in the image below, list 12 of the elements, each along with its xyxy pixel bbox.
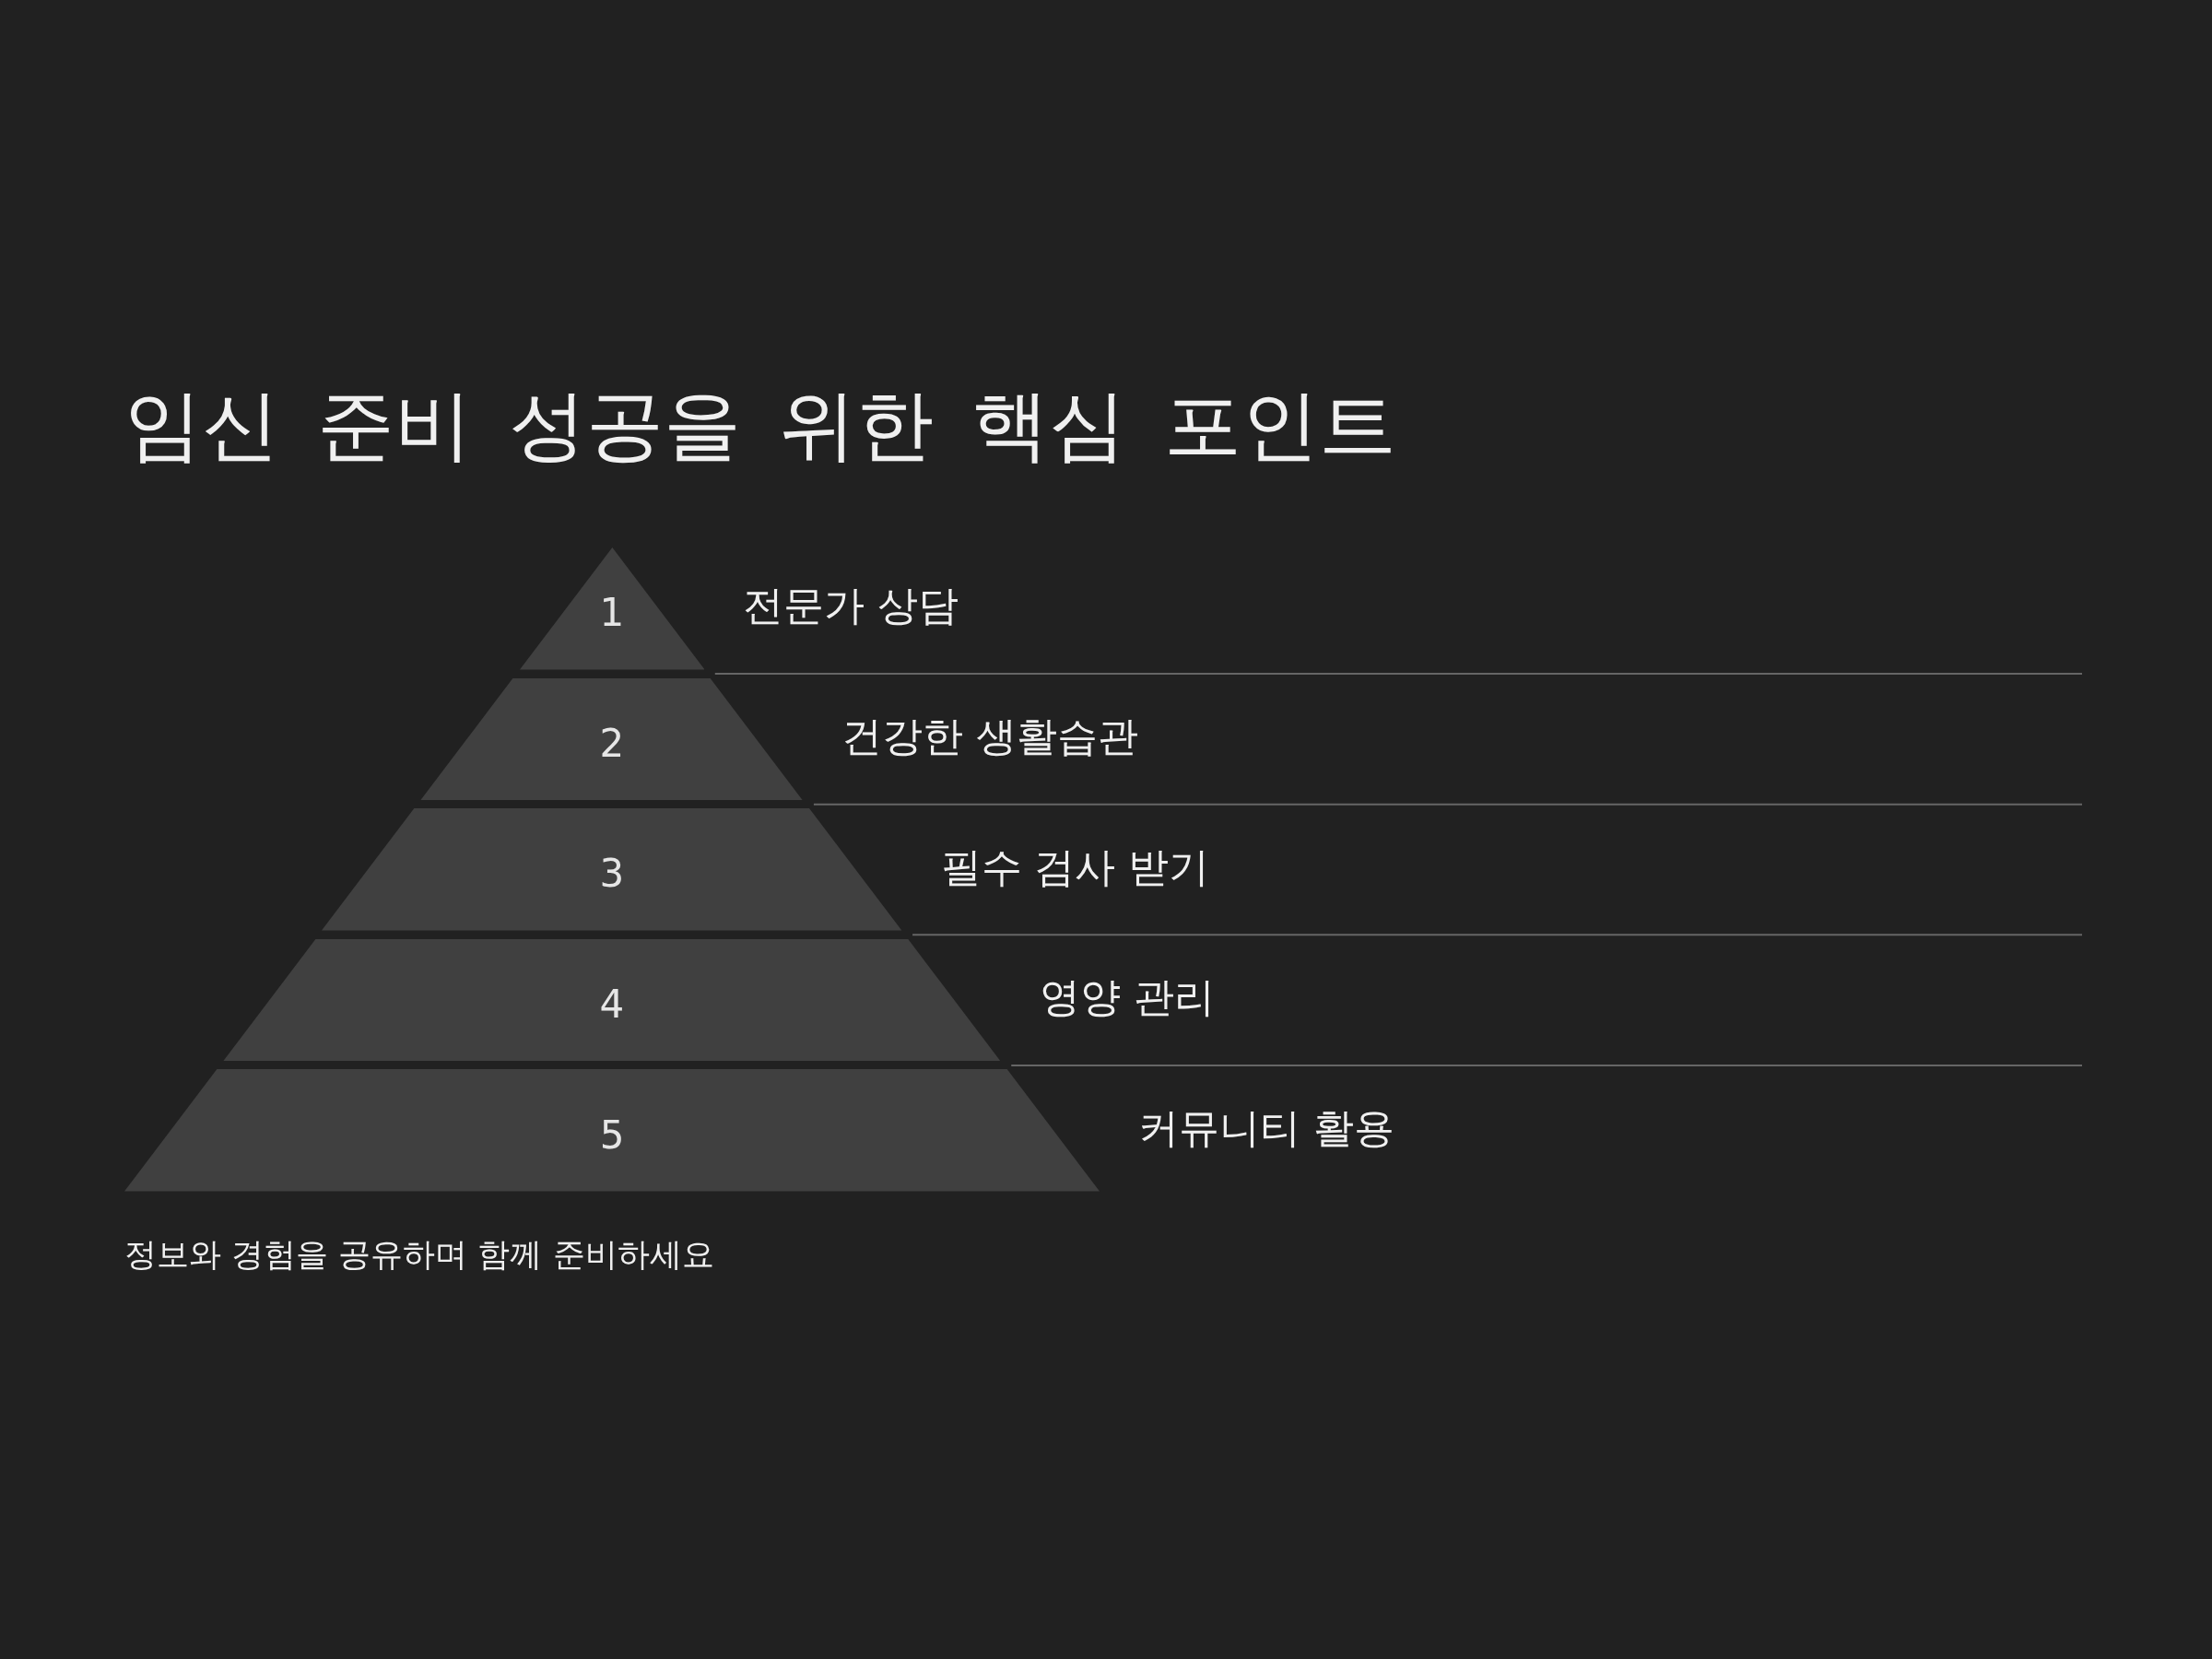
tier-label: 전문가 상담	[743, 581, 959, 631]
tier-number: 1	[599, 590, 625, 636]
tier-number: 2	[599, 721, 625, 767]
tier-label: 커뮤니티 활용	[1137, 1102, 1394, 1153]
tier-number: 3	[599, 851, 625, 897]
caption: 정보와 경험을 공유하며 함께 준비하세요	[124, 1235, 714, 1275]
tier-label: 건강한 생활습관	[841, 711, 1139, 761]
tier-number: 4	[599, 982, 625, 1028]
tier-label: 필수 검사 받기	[940, 841, 1210, 892]
title: 임신 준비 성공을 위한 핵심 포인트	[124, 379, 1396, 472]
tier-number: 5	[599, 1112, 625, 1159]
tier-label: 영양 관리	[1039, 972, 1215, 1023]
